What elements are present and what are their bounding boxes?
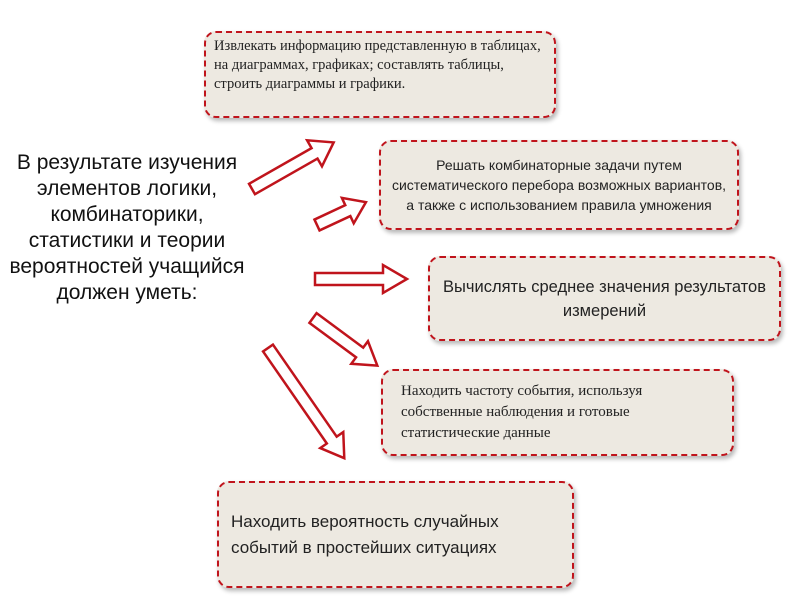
skill-text-4: Находить частоту события, используя собс…: [401, 383, 643, 441]
skill-text-3: Вычислять среднее значения результатов и…: [443, 277, 766, 320]
arrow-to-skill-1: [247, 138, 336, 196]
central-statement: В результате изучения элементов логики, …: [9, 151, 245, 304]
skill-text-1: Извлекать информацию представленную в та…: [214, 38, 541, 92]
skill-box-probability: Находить вероятность случайных событий в…: [217, 481, 574, 588]
skill-box-extract-information: Извлекать информацию представленную в та…: [204, 31, 556, 118]
arrow-to-skill-2: [312, 196, 368, 233]
skill-box-event-frequency: Находить частоту события, используя собс…: [381, 369, 734, 456]
arrow-to-skill-4: [307, 311, 380, 367]
arrow-to-skill-5: [261, 342, 346, 461]
skill-text-5: Находить вероятность случайных событий в…: [231, 511, 499, 557]
arrow-to-skill-3: [313, 262, 410, 296]
skill-box-mean-value: Вычислять среднее значения результатов и…: [428, 256, 781, 341]
skill-text-2: Решать комбинаторные задачи путем систем…: [391, 157, 727, 213]
skill-box-combinatorics: Решать комбинаторные задачи путем систем…: [379, 140, 739, 230]
